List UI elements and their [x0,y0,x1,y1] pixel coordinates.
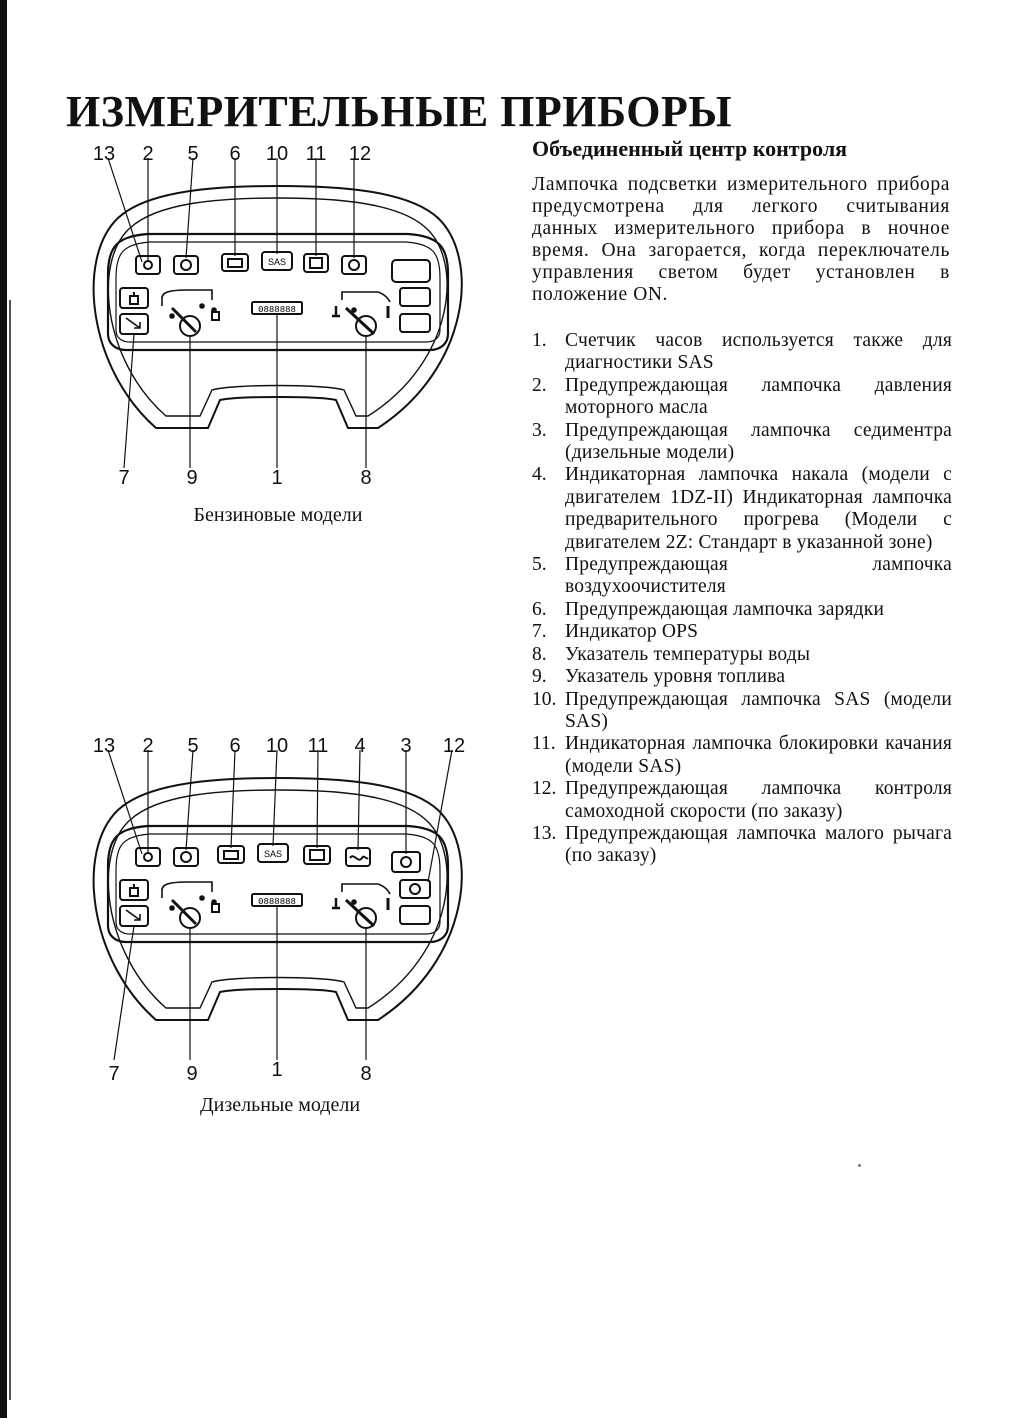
list-item: 13.Предупреждающая лампочка малого рычаг… [532,822,952,867]
page-title: ИЗМЕРИТЕЛЬНЫЕ ПРИБОРЫ [66,87,733,136]
callout-12: 12 [442,735,466,757]
caption-petrol: Бензиновые модели [193,504,363,526]
callout-3: 3 [400,735,412,757]
list-item: 4.Индикаторная лампочка накала (модели с… [532,464,952,553]
callout-5: 5 [187,735,199,757]
callout-10: 10 [265,735,289,757]
callout-8: 8 [360,1063,372,1085]
list-item: 9.Указатель уровня топлива [532,666,786,688]
page-binding-edge [0,0,7,1418]
list-item: 1.Счетчик часов используется также для д… [532,330,952,374]
callout-1: 1 [271,1059,283,1081]
callout-5: 5 [187,143,199,165]
list-item: 12.Предупреждающая лампочка контроля сам… [532,778,952,822]
list-item: 8.Указатель температуры воды [532,643,811,665]
intro-paragraph: Лампочка подсветки измерительного прибор… [532,174,950,305]
odometer-readout: 0888888 [258,897,296,907]
callout-11: 11 [307,735,329,757]
callout-7: 7 [118,467,130,489]
sas-lamp-label: SAS [268,257,286,267]
legend-list: 1.Счетчик часов используется также для д… [532,330,952,868]
callout-11: 11 [305,143,327,165]
scan-speck [858,1164,861,1167]
callout-13: 13 [92,735,116,757]
odometer-readout: 0888888 [258,305,296,315]
callout-6: 6 [229,735,241,757]
list-item: 10.Предупреждающая лампочка SAS (модели … [532,688,952,732]
sas-lamp-label: SAS [264,849,282,859]
callout-10: 10 [265,143,289,165]
diagram-diesel: SAS 0888888 13 2 5 6 10 11 4 3 12 7 9 1 … [78,730,498,1090]
callout-9: 9 [186,1063,198,1085]
instrument-panel-drawing: SAS 0888888 [92,749,463,1061]
list-item: 11.Индикаторная лампочка блокировки кача… [532,733,952,777]
diagram-petrol: SAS 0888888 13 2 5 6 10 11 12 7 9 1 8 [78,138,498,498]
callout-7: 7 [108,1063,120,1085]
callout-2: 2 [142,143,154,165]
page-binding-shadow [9,300,11,1400]
list-item: 6.Предупреждающая лампочка зарядки [532,598,885,620]
callout-4: 4 [354,735,366,757]
callout-2: 2 [142,735,154,757]
list-item: 5.Предупреждающая лампочка воздухоочисти… [532,554,952,598]
callout-9: 9 [186,467,198,489]
section-title: Объединенный центр контроля [532,136,848,161]
callout-8: 8 [360,467,372,489]
callout-12: 12 [348,143,372,165]
caption-diesel: Дизельные модели [199,1094,361,1116]
list-item: 2.Предупреждающая лампочка давления мото… [532,374,952,419]
callout-1: 1 [271,467,283,489]
list-item: 7.Индикатор OPS [532,621,699,643]
instrument-panel-drawing: SAS 0888888 [92,157,463,469]
callout-13: 13 [92,143,116,165]
list-item: 3.Предупреждающая лампочка седиментра (д… [532,419,952,464]
callout-6: 6 [229,143,241,165]
